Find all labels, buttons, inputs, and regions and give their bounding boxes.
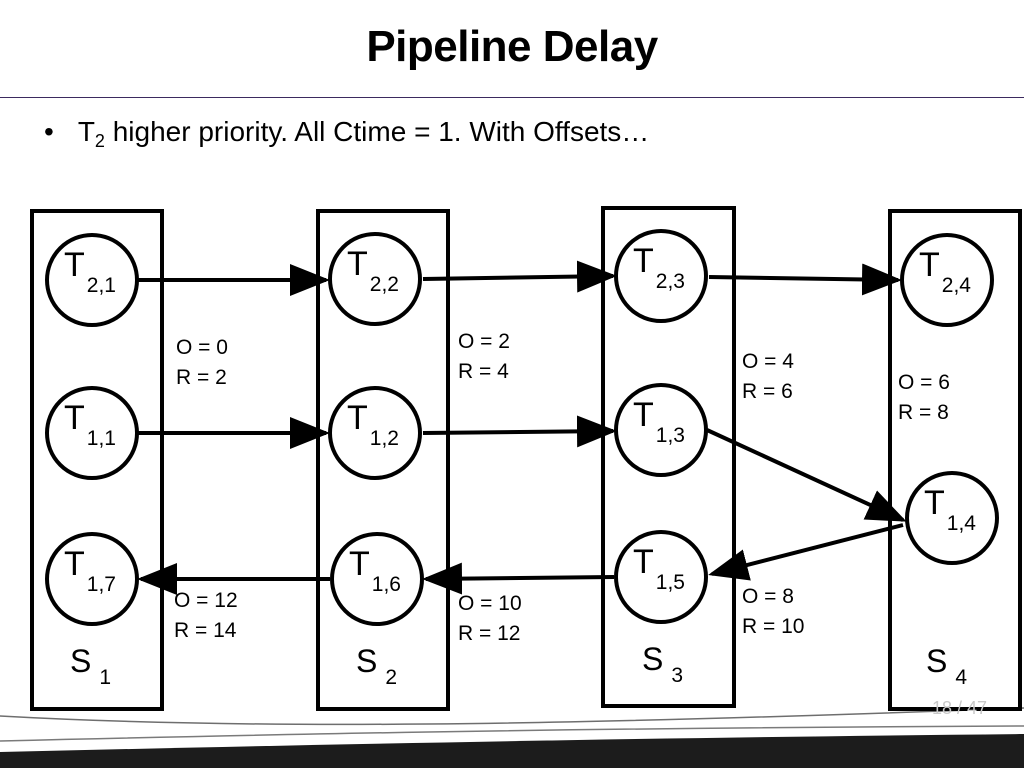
node-circle: [905, 471, 999, 565]
arrow-t12-t13: [422, 415, 617, 448]
node-label: T2,2: [347, 245, 399, 296]
node-t21: T2,1: [45, 233, 139, 327]
node-circle: [330, 532, 424, 626]
response-value: R = 6: [742, 380, 793, 403]
stage-box: [888, 209, 1022, 711]
offset-value: O = 10: [458, 592, 522, 615]
offset-label-5: O = 8 R = 10: [742, 585, 804, 638]
node-label: T1,7: [64, 545, 116, 596]
arrows: [137, 260, 907, 595]
node-circle: [614, 383, 708, 477]
arrow-t23-t24: [708, 263, 902, 296]
node-t16: T1,6: [330, 532, 424, 626]
node-t12: T1,2: [328, 386, 422, 480]
node-circle: [900, 233, 994, 327]
node-label: T1,6: [349, 545, 401, 596]
offset-label-2: O = 2 R = 4: [458, 330, 510, 383]
node-t22: T2,2: [328, 232, 422, 326]
offset-value: O = 4: [742, 350, 794, 373]
offset-label-7: O = 12 R = 14: [174, 589, 238, 642]
arrow-t15-t16: [422, 562, 615, 595]
response-value: R = 12: [458, 622, 520, 645]
node-label: T1,4: [924, 484, 976, 535]
node-circle: [45, 532, 139, 626]
node-t24: T2,4: [900, 233, 994, 327]
node-t23: T2,3: [614, 229, 708, 323]
offset-value: O = 0: [176, 336, 228, 359]
arrow-t13-t14: [706, 428, 907, 522]
node-circle: [45, 386, 139, 480]
page-number: 18 / 47: [932, 698, 987, 718]
bullet-task-subscript: 2: [94, 131, 105, 151]
bullet-task-letter: T: [77, 116, 95, 147]
arrow-t14-t15: [708, 523, 904, 581]
node-t13: T1,3: [614, 383, 708, 477]
node-circle: [45, 233, 139, 327]
node-label: T1,5: [633, 543, 685, 594]
stage-box: [30, 209, 164, 711]
node-label: T1,3: [633, 396, 685, 447]
node-circle: [328, 232, 422, 326]
node-label: T2,1: [64, 246, 116, 297]
response-value: R = 4: [458, 360, 509, 383]
slide-title: Pipeline Delay: [366, 22, 658, 71]
node-label: T1,1: [64, 399, 116, 450]
node-label: T2,4: [919, 246, 971, 297]
node-label: T1,2: [347, 399, 399, 450]
offset-value: O = 6: [898, 371, 950, 394]
response-value: R = 2: [176, 366, 227, 389]
bullet-text: higher priority. All Ctime = 1. With Off…: [104, 116, 650, 147]
node-t15: T1,5: [614, 530, 708, 624]
node-label: T2,3: [633, 242, 685, 293]
bullet-dot: •: [44, 116, 54, 147]
node-t14: T1,4: [905, 471, 999, 565]
offset-label-4: O = 6 R = 8: [898, 371, 950, 424]
offset-label-1: O = 0 R = 2: [176, 336, 228, 389]
response-value: R = 10: [742, 615, 804, 638]
offset-value: O = 2: [458, 330, 510, 353]
arrow-t22-t23: [422, 260, 617, 293]
footer-decoration: [0, 707, 1024, 768]
node-circle: [328, 386, 422, 480]
offset-label-6: O = 10 R = 12: [458, 592, 522, 645]
node-t17: T1,7: [45, 532, 139, 626]
response-value: R = 8: [898, 401, 949, 424]
offset-value: O = 12: [174, 589, 238, 612]
offset-value: O = 8: [742, 585, 794, 608]
node-circle: [614, 229, 708, 323]
response-value: R = 14: [174, 619, 237, 642]
offset-label-3: O = 4 R = 6: [742, 350, 794, 403]
title-divider: [0, 97, 1024, 98]
stage-box: [601, 206, 736, 708]
stage-box: [316, 209, 450, 711]
node-circle: [614, 530, 708, 624]
bullet-item: • T2 higher priority. All Ctime = 1. With…: [44, 116, 649, 152]
node-t11: T1,1: [45, 386, 139, 480]
